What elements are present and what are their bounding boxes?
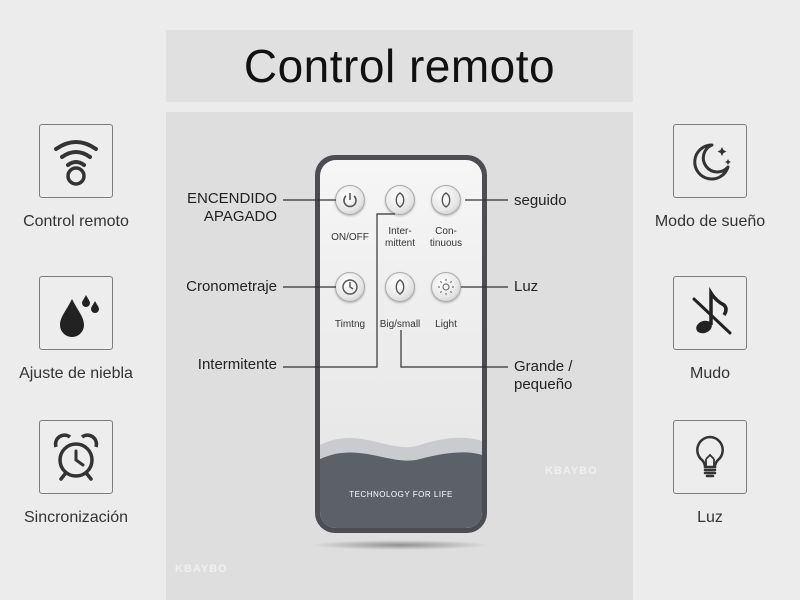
feature-box (673, 124, 747, 198)
remote-face: TECHNOLOGY FOR LIFE (320, 160, 482, 528)
feature-label: Luz (697, 509, 723, 526)
timing-button[interactable] (335, 272, 365, 302)
clock-icon (342, 279, 358, 295)
big-small-button[interactable] (385, 272, 415, 302)
callout-intermittent: Intermitente (197, 356, 277, 373)
feature-box (673, 420, 747, 494)
callout-power: ENCENDIDO APAGADO (150, 190, 277, 226)
feature-remote-control: Control remoto (0, 124, 156, 231)
timing-label: Timtng (334, 319, 366, 330)
callout-power-line1: ENCENDIDO (186, 190, 277, 207)
callout-continuous: seguido (514, 192, 567, 209)
intermittent-label-line1: Inter- (388, 226, 412, 237)
continuous-button[interactable] (431, 185, 461, 215)
intermittent-label-line2: mittent (384, 238, 415, 249)
watermark: KBAYBO (545, 465, 598, 477)
callout-light: Luz (514, 278, 539, 295)
music-note-muted-icon (692, 286, 732, 335)
mist-drops-icon (60, 295, 99, 337)
remote-shadow (310, 540, 490, 550)
mist-swirl-icon (441, 192, 451, 208)
on-off-label: ON/OFF (331, 232, 369, 243)
moon-stars-icon (693, 143, 731, 181)
feature-sync: Sincronización (0, 420, 156, 527)
callout-size-line1: Grande / (514, 358, 573, 375)
feature-label: Mudo (689, 365, 731, 382)
feature-label: Sincronización (23, 509, 129, 526)
feature-label: Modo de sueño (654, 213, 766, 230)
page-title: Control remoto (243, 40, 556, 92)
feature-mist-adjust: Ajuste de niebla (0, 276, 156, 383)
feature-mute: Mudo (630, 276, 790, 383)
remote-bottom-panel (320, 415, 482, 528)
callout-size: Grande / pequeño (514, 358, 572, 394)
title-band: Control remoto (166, 30, 633, 102)
feature-light: Luz (630, 420, 790, 527)
on-off-button[interactable] (335, 185, 365, 215)
feature-label: Control remoto (23, 213, 129, 230)
mist-swirl-icon (395, 192, 405, 208)
feature-sleep-mode: Modo de sueño (630, 124, 790, 231)
callout-size-line2: pequeño (514, 376, 573, 393)
intermittent-button[interactable] (385, 185, 415, 215)
feature-label: Ajuste de niebla (19, 365, 133, 382)
alarm-clock-icon (53, 433, 99, 481)
feature-box (673, 276, 747, 350)
remote-signal-icon (54, 140, 98, 186)
light-button[interactable] (431, 272, 461, 302)
remote-brand: TECHNOLOGY FOR LIFE (349, 490, 453, 499)
callout-power-line2: APAGADO (203, 208, 277, 225)
light-label: Light (435, 319, 457, 330)
feature-box (39, 276, 113, 350)
feature-box (39, 420, 113, 494)
light-bulb-icon (696, 435, 724, 478)
mist-swirl-icon (395, 279, 405, 295)
continuous-label-line2: tinuous (429, 238, 463, 249)
feature-box (39, 124, 113, 198)
power-icon (343, 193, 357, 208)
watermark: KBAYBO (175, 563, 228, 575)
sun-icon (438, 279, 454, 295)
continuous-label-line1: Con- (435, 226, 457, 237)
big-small-label: Big/small (379, 319, 421, 330)
callout-timer: Cronometraje (186, 278, 277, 295)
